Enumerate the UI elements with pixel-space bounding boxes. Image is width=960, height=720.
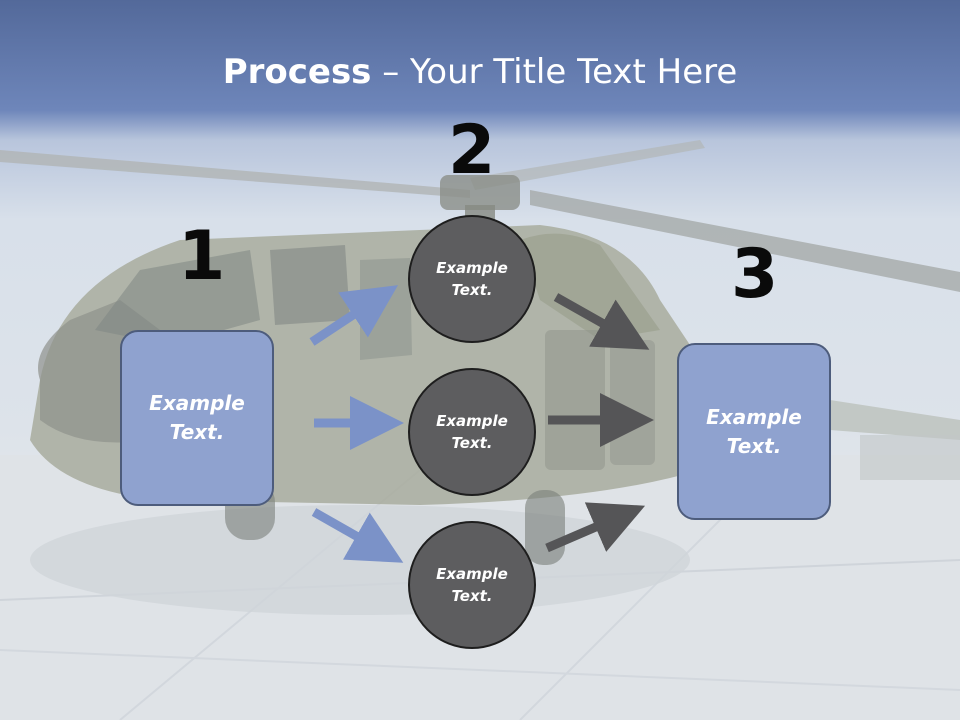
arrow-bottom-to-3 <box>545 502 646 553</box>
arrow-top-to-3 <box>553 293 650 350</box>
node-middle-label: Example Text. <box>436 411 508 453</box>
node-top-label: Example Text. <box>436 258 508 300</box>
step-3-label: Example Text. <box>706 404 802 458</box>
node-bottom-label: Example Text. <box>436 564 508 606</box>
title-bold-word: Process <box>222 52 372 92</box>
step-3-box: Example Text. <box>677 343 831 520</box>
step-number-2: 2 <box>448 111 496 190</box>
step-1-box: Example Text. <box>120 330 274 506</box>
step-1-label: Example Text. <box>149 391 245 444</box>
slide-title: Process – Your Title Text Here <box>0 52 960 92</box>
arrow-1-to-top <box>309 285 399 346</box>
step-2-node-bottom: Example Text. <box>408 521 536 649</box>
title-rest: – Your Title Text Here <box>371 52 738 92</box>
step-2-node-middle: Example Text. <box>408 368 536 496</box>
step-number-3: 3 <box>731 235 779 314</box>
arrow-1-to-bottom <box>311 508 404 563</box>
step-number-1: 1 <box>178 217 226 296</box>
step-2-node-top: Example Text. <box>408 215 536 343</box>
